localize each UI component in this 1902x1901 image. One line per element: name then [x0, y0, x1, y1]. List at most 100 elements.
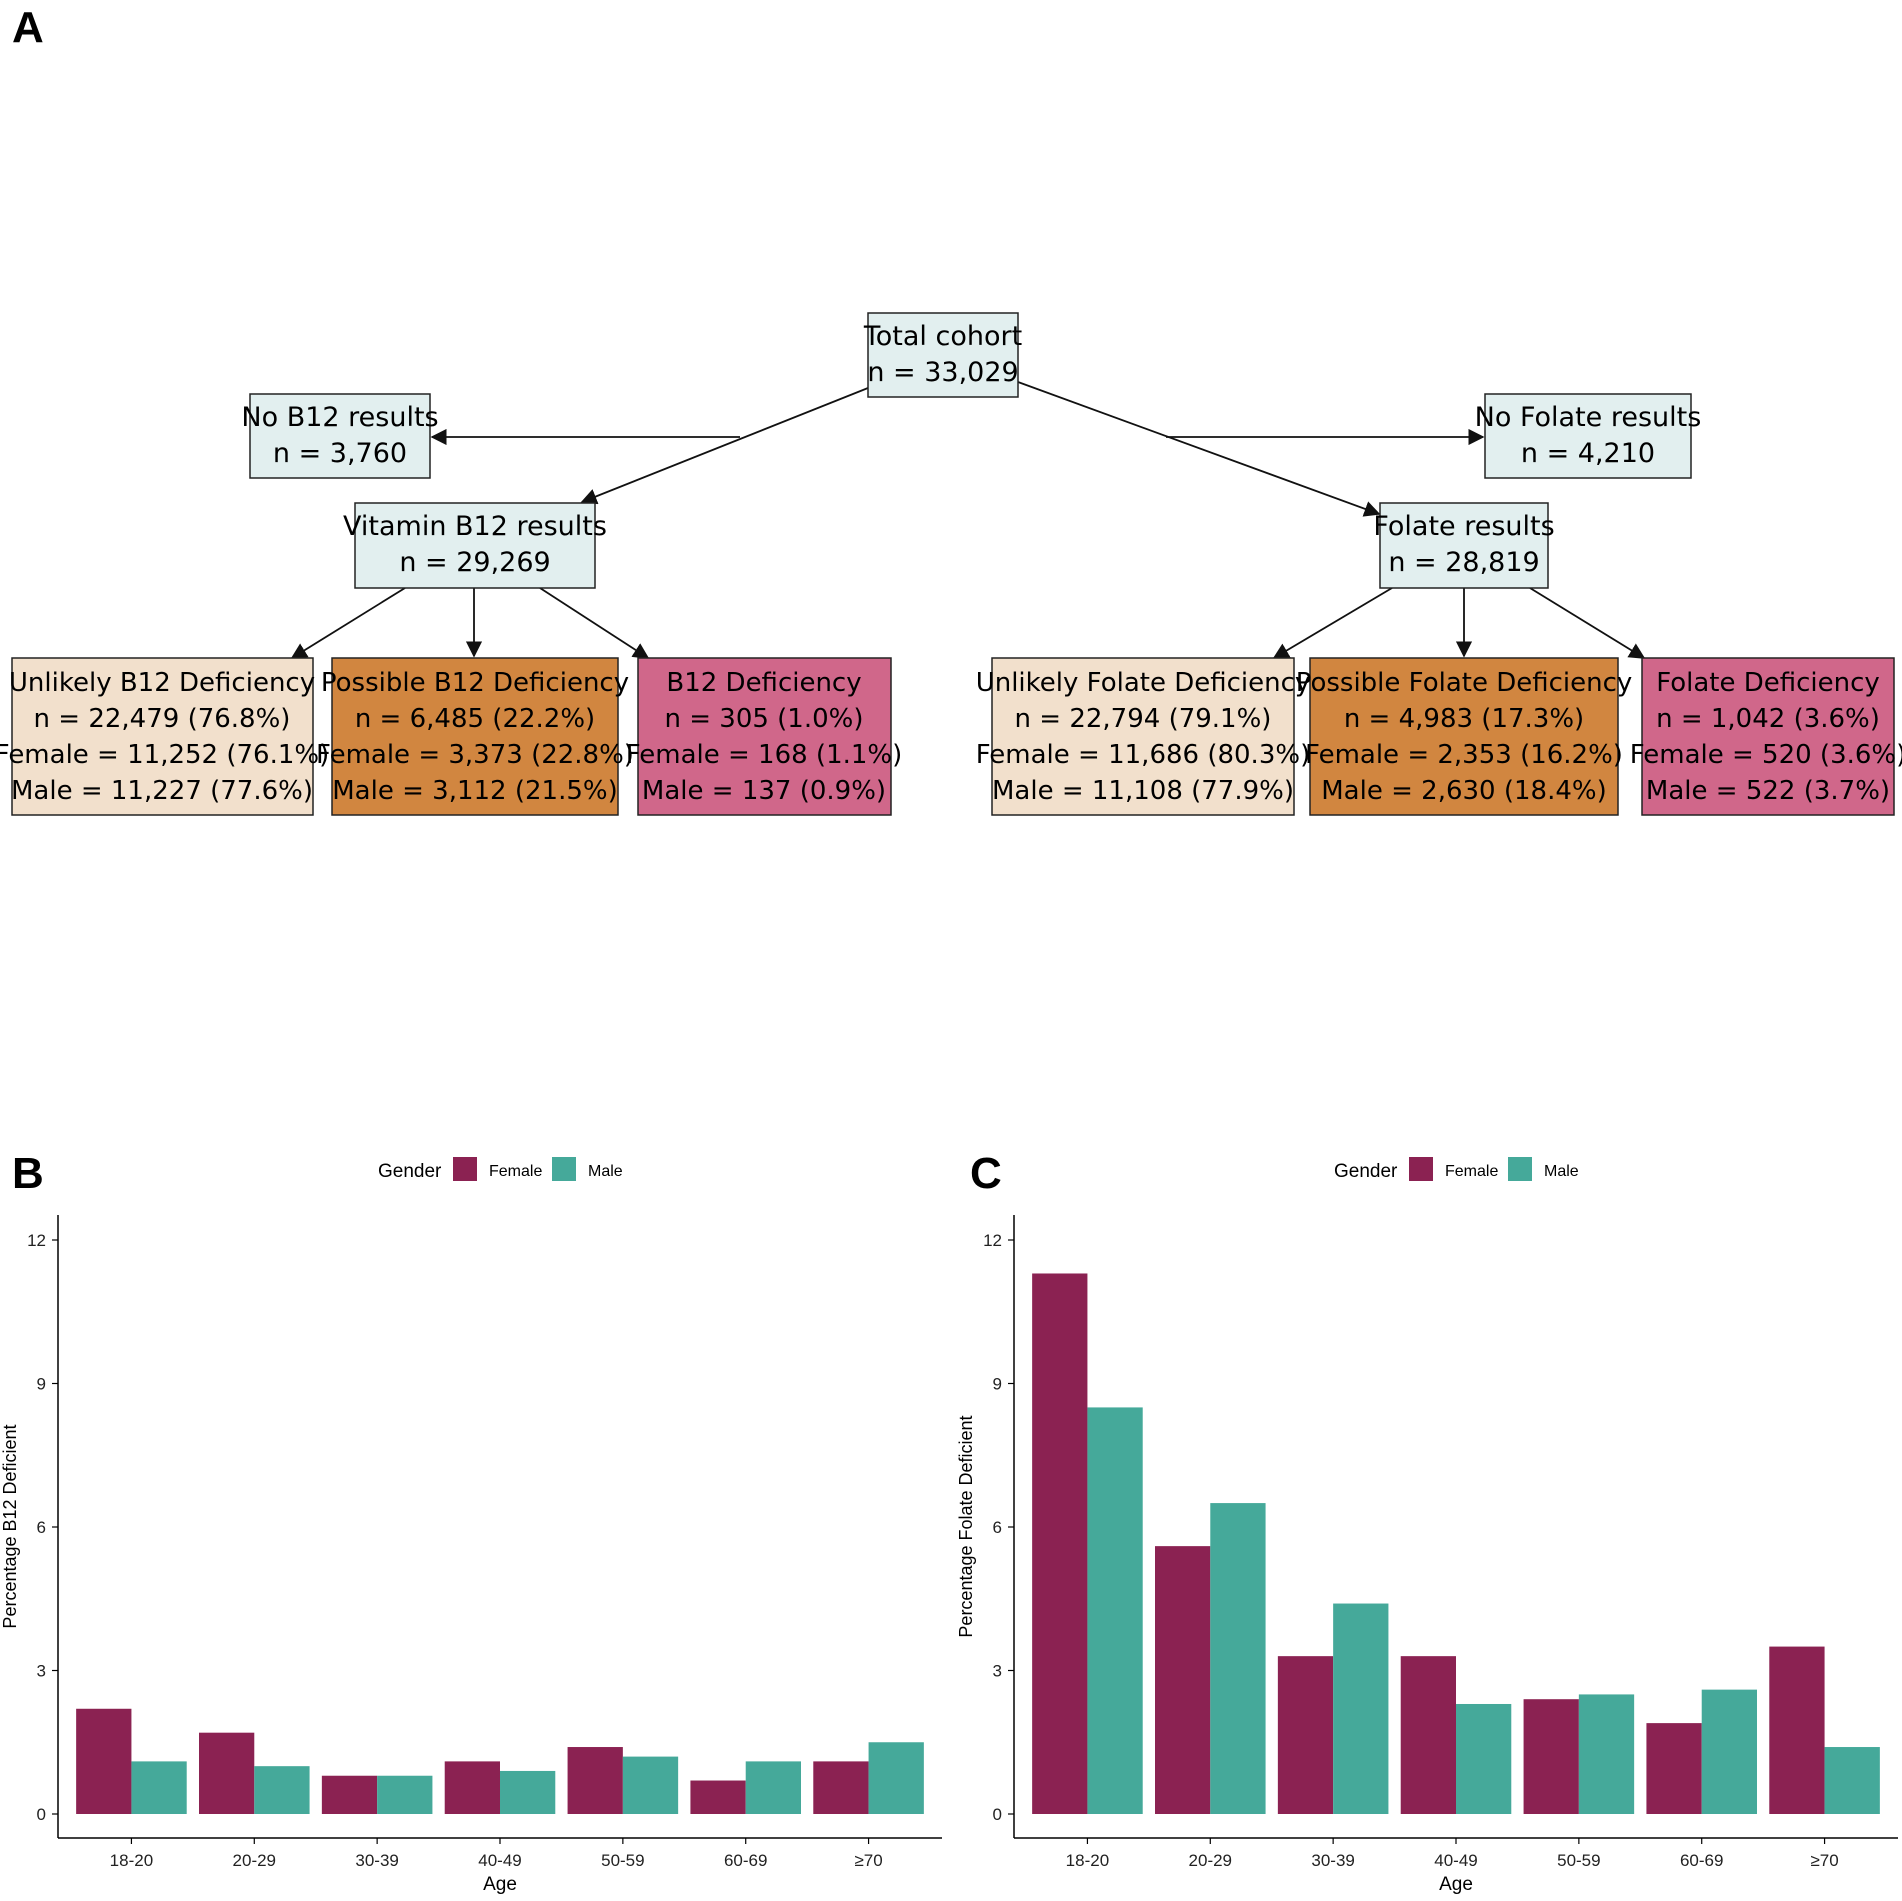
box-count: n = 22,794 (79.1%) — [1015, 704, 1272, 734]
bar-female-30-39 — [1277, 1656, 1334, 1814]
box-male: Male = 11,227 (77.6%) — [11, 776, 313, 806]
box-title: Folate results — [1373, 511, 1554, 542]
bar-female-20-29 — [199, 1732, 255, 1814]
box-title: Possible B12 Deficiency — [321, 668, 629, 698]
box-title: No B12 results — [241, 402, 438, 433]
box-male: Male = 522 (3.7%) — [1646, 776, 1890, 806]
box-count: n = 28,819 — [1388, 547, 1539, 578]
box-female: Female = 3,373 (22.8%) — [316, 740, 634, 770]
x-axis-label: Age — [1439, 1874, 1473, 1895]
bar-male-60-69 — [745, 1761, 801, 1814]
panel-label-a: A — [12, 3, 44, 52]
legend-label-male: Male — [1544, 1163, 1579, 1180]
legend-title: Gender — [378, 1161, 442, 1182]
bar-female-50-59 — [1523, 1699, 1579, 1814]
box-possible-b12: Possible B12 Deficiency n = 6,485 (22.2%… — [316, 657, 634, 816]
legend-c: Gender Female Male — [1334, 1157, 1579, 1182]
y-tick-label: 9 — [993, 1375, 1002, 1394]
box-female: Female = 520 (3.6%) — [1630, 740, 1902, 770]
x-tick-label: 30-39 — [1311, 1851, 1354, 1870]
bar-female-60-69 — [1646, 1723, 1702, 1814]
y-tick-label: 0 — [37, 1805, 46, 1824]
bar-female-40-49 — [444, 1761, 500, 1814]
box-female: Female = 11,686 (80.3%) — [976, 740, 1310, 770]
box-count: n = 4,983 (17.3%) — [1344, 704, 1584, 734]
x-tick-label: 18-20 — [110, 1851, 153, 1870]
connector-total-b12 — [580, 387, 869, 505]
y-tick-label: 3 — [37, 1662, 46, 1681]
bar-female-≥70 — [813, 1761, 869, 1814]
legend-label-female: Female — [1445, 1163, 1498, 1180]
box-male: Male = 11,108 (77.9%) — [992, 776, 1294, 806]
y-tick-label: 9 — [37, 1375, 46, 1394]
y-tick-label: 6 — [993, 1518, 1002, 1537]
x-tick-label: 40-49 — [1434, 1851, 1477, 1870]
x-tick-label: 50-59 — [1557, 1851, 1600, 1870]
box-male: Male = 137 (0.9%) — [642, 776, 886, 806]
x-tick-label: 60-69 — [724, 1851, 767, 1870]
y-tick-label: 3 — [993, 1662, 1002, 1681]
y-tick-label: 6 — [37, 1518, 46, 1537]
connector-folate-deficiency — [1529, 587, 1646, 659]
bar-female-≥70 — [1769, 1646, 1825, 1814]
box-female: Female = 11,252 (76.1%) — [0, 740, 329, 770]
bar-male-50-59 — [622, 1756, 679, 1814]
y-tick-label: 0 — [993, 1805, 1002, 1824]
bar-male-18-20 — [131, 1761, 187, 1814]
bar-female-18-20 — [76, 1708, 132, 1814]
box-count: n = 29,269 — [399, 547, 550, 578]
bar-male-≥70 — [868, 1742, 924, 1814]
bar-male-30-39 — [377, 1775, 433, 1814]
box-title: Unlikely B12 Deficiency — [9, 668, 315, 698]
bar-female-30-39 — [321, 1775, 378, 1814]
y-axis-label: Percentage B12 Deficient — [0, 1424, 20, 1628]
x-tick-label: 30-39 — [355, 1851, 398, 1870]
bar-male-40-49 — [1456, 1703, 1512, 1814]
x-tick-label: 40-49 — [478, 1851, 521, 1870]
box-title: No Folate results — [1475, 402, 1702, 433]
box-no-folate: No Folate results n = 4,210 — [1475, 393, 1702, 479]
box-title: B12 Deficiency — [666, 668, 861, 698]
legend-swatch-female — [453, 1157, 477, 1181]
box-title: Vitamin B12 results — [343, 511, 607, 542]
box-title: Total cohort — [863, 321, 1022, 352]
box-count: n = 1,042 (3.6%) — [1656, 704, 1880, 734]
connector-b12-unlikely — [290, 587, 406, 659]
flowchart-connectors — [290, 381, 1646, 659]
x-tick-label: 60-69 — [1680, 1851, 1723, 1870]
bar-female-18-20 — [1032, 1273, 1088, 1814]
box-male: Male = 3,112 (21.5%) — [332, 776, 617, 806]
legend-label-male: Male — [588, 1163, 623, 1180]
box-female: Female = 168 (1.1%) — [626, 740, 903, 770]
box-folate-results: Folate results n = 28,819 — [1373, 502, 1555, 589]
x-tick-label: 20-29 — [1189, 1851, 1232, 1870]
box-male: Male = 2,630 (18.4%) — [1321, 776, 1606, 806]
box-no-b12: No B12 results n = 3,760 — [241, 393, 439, 479]
legend-swatch-male — [1508, 1157, 1532, 1181]
box-title: Possible Folate Deficiency — [1296, 668, 1633, 698]
x-tick-label: 50-59 — [601, 1851, 644, 1870]
bar-female-40-49 — [1400, 1656, 1456, 1814]
box-count: n = 4,210 — [1521, 438, 1655, 469]
x-tick-label: ≥70 — [854, 1851, 882, 1870]
box-folate-deficiency: Folate Deficiency n = 1,042 (3.6%) Femal… — [1630, 657, 1902, 816]
bar-female-20-29 — [1155, 1546, 1211, 1814]
bar-female-60-69 — [690, 1780, 746, 1814]
bar-male-18-20 — [1087, 1407, 1143, 1814]
panel-label-c: C — [970, 1149, 1002, 1198]
box-count: n = 6,485 (22.2%) — [355, 704, 595, 734]
connector-folate-unlikely — [1272, 587, 1393, 659]
bar-male-60-69 — [1701, 1689, 1757, 1814]
box-count: n = 33,029 — [867, 357, 1018, 388]
flowchart: Total cohort n = 33,029 No B12 results n… — [0, 312, 1902, 816]
connector-b12-deficiency — [539, 587, 650, 659]
legend-b: Gender Female Male — [378, 1157, 623, 1182]
box-female: Female = 2,353 (16.2%) — [1305, 740, 1623, 770]
x-tick-label: ≥70 — [1810, 1851, 1838, 1870]
box-count: n = 3,760 — [273, 438, 407, 469]
y-tick-label: 12 — [983, 1231, 1002, 1250]
